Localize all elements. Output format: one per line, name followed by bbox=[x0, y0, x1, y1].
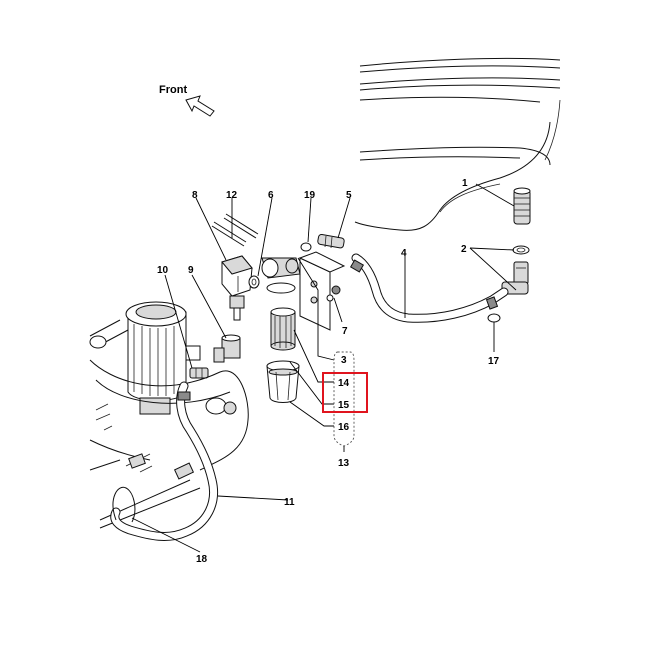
part-1-strainer bbox=[513, 187, 531, 225]
callout-3: 3 bbox=[341, 355, 347, 366]
callout-5: 5 bbox=[346, 190, 352, 201]
filter-bowl bbox=[266, 360, 300, 403]
tank-body bbox=[354, 57, 561, 231]
callout-8: 8 bbox=[192, 190, 198, 201]
part-5-fitting bbox=[317, 233, 345, 249]
part-7-nut bbox=[326, 285, 341, 302]
front-label: Front bbox=[159, 84, 187, 96]
callout-2: 2 bbox=[461, 244, 467, 255]
callout-13: 13 bbox=[338, 458, 350, 469]
callout-11: 11 bbox=[284, 497, 295, 508]
callout-labels: 1 2 3 4 5 6 7 8 9 10 11 12 13 14 15 16 1… bbox=[157, 178, 500, 565]
filter-housing bbox=[261, 251, 346, 331]
part-18-clamp bbox=[112, 486, 136, 523]
part-8-solenoid bbox=[221, 255, 253, 321]
callout-9: 9 bbox=[188, 265, 194, 276]
callout-7: 7 bbox=[342, 326, 348, 337]
callout-4: 4 bbox=[401, 248, 407, 259]
pump-assembly bbox=[125, 301, 201, 415]
callout-17: 17 bbox=[488, 356, 500, 367]
part-17-clip bbox=[487, 313, 501, 323]
callout-12: 12 bbox=[226, 190, 238, 201]
callout-10: 10 bbox=[157, 265, 169, 276]
callout-18: 18 bbox=[196, 554, 208, 565]
part-12-bolts bbox=[211, 213, 259, 247]
front-direction: Front bbox=[159, 84, 215, 117]
highlight-box bbox=[322, 372, 368, 413]
hose-4 bbox=[349, 253, 509, 323]
callout-19: 19 bbox=[304, 190, 316, 201]
leader-lines bbox=[131, 183, 517, 553]
machine-frame bbox=[89, 319, 249, 529]
callout-1: 1 bbox=[462, 178, 468, 189]
callout-15: 15 bbox=[338, 400, 350, 411]
part-9-fitting bbox=[213, 334, 241, 363]
callout-6: 6 bbox=[268, 190, 274, 201]
part-2-elbow bbox=[501, 245, 530, 295]
filter-screen bbox=[270, 307, 296, 351]
part-6-washer bbox=[248, 275, 260, 289]
callout-16: 16 bbox=[338, 422, 350, 433]
part-10-fitting bbox=[189, 367, 209, 379]
hose-11 bbox=[110, 381, 218, 541]
part-19-oring bbox=[300, 242, 312, 252]
callout-14: 14 bbox=[338, 378, 350, 389]
arrow-front-icon bbox=[185, 95, 215, 117]
group-bracket-13 bbox=[333, 351, 355, 452]
